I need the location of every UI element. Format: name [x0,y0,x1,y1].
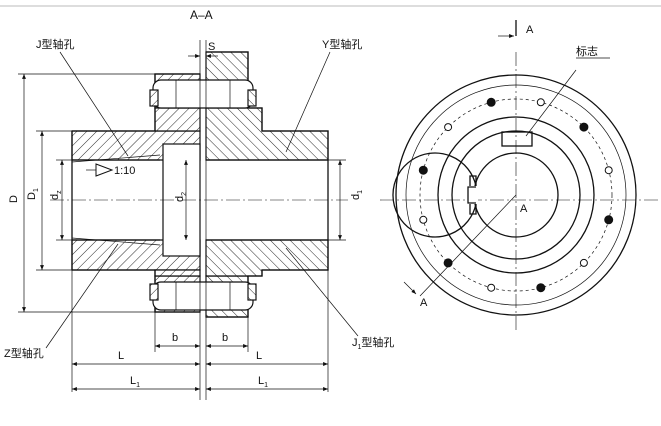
svg-text:L: L [256,350,262,362]
svg-text:L1: L1 [258,375,268,389]
rim-circle [405,84,627,306]
pin-hole [486,97,496,107]
y-bore-label: Y型轴孔 [322,37,362,51]
taper-arrow: 1:10 [86,163,135,177]
y-bore-leader [285,51,331,153]
gap-s: S [188,40,218,400]
pin-hole [444,123,453,132]
svg-text:d1: d1 [350,190,364,200]
pin-hole [536,98,545,107]
pitch-circle [419,98,613,292]
svg-text:b: b [172,332,178,344]
pin-hole [604,166,613,175]
svg-text:b: b [222,332,228,344]
z-bore-label: Z型轴孔 [4,346,44,360]
svg-text:D: D [8,195,20,203]
outer-circle [395,74,637,316]
dim-D1: D1 [26,130,72,271]
svg-text:D1: D1 [26,188,40,200]
pin-hole [419,215,428,224]
hub-outer-circle [437,116,595,274]
dim-D: D [8,73,155,313]
svg-text:L1: L1 [130,375,140,389]
taper-label: 1:10 [114,165,135,177]
svg-text:dz: dz [49,190,63,200]
pin-top [149,79,257,109]
pin-hole [579,122,589,132]
mark-label: 标志 [576,44,598,58]
dim-d2: d2 [174,160,188,240]
pin-hole [579,258,588,267]
pin-hole [443,258,453,268]
svg-text:L: L [118,350,124,362]
svg-text:d2: d2 [174,192,188,202]
pin-bottom [149,281,257,311]
dim-d1: d1 [328,159,364,241]
j1-bore-label: J1型轴孔 [352,335,394,351]
gap-label: S [208,41,215,53]
pin-holes [418,97,614,293]
pin-hole [536,283,546,293]
j-bore-leader [59,51,129,157]
z-bore-leader [45,243,119,349]
mark-leader [525,69,577,137]
pin-hole [418,165,428,175]
section-arrow-bottom [403,281,417,295]
section-arrow-top-label: A [526,24,534,36]
pin-hole [604,215,614,225]
dim-L: L L [71,270,329,392]
hub-inner-circle [451,130,581,260]
mark-rect [501,131,533,147]
section-arrow-bottom-label: A [420,297,428,309]
end-view: 标志 A A A [380,20,658,330]
j1-bore-leader [285,247,359,337]
section-title: A–A [190,8,213,22]
pin-hole [487,283,496,292]
center-label: A [520,203,528,215]
dim-L1: L1 L1 [72,375,328,391]
j-bore-label: J型轴孔 [36,37,75,51]
dim-b: b b [154,312,249,352]
dim-dz: dz [49,159,72,241]
bore-keyway [392,152,477,238]
